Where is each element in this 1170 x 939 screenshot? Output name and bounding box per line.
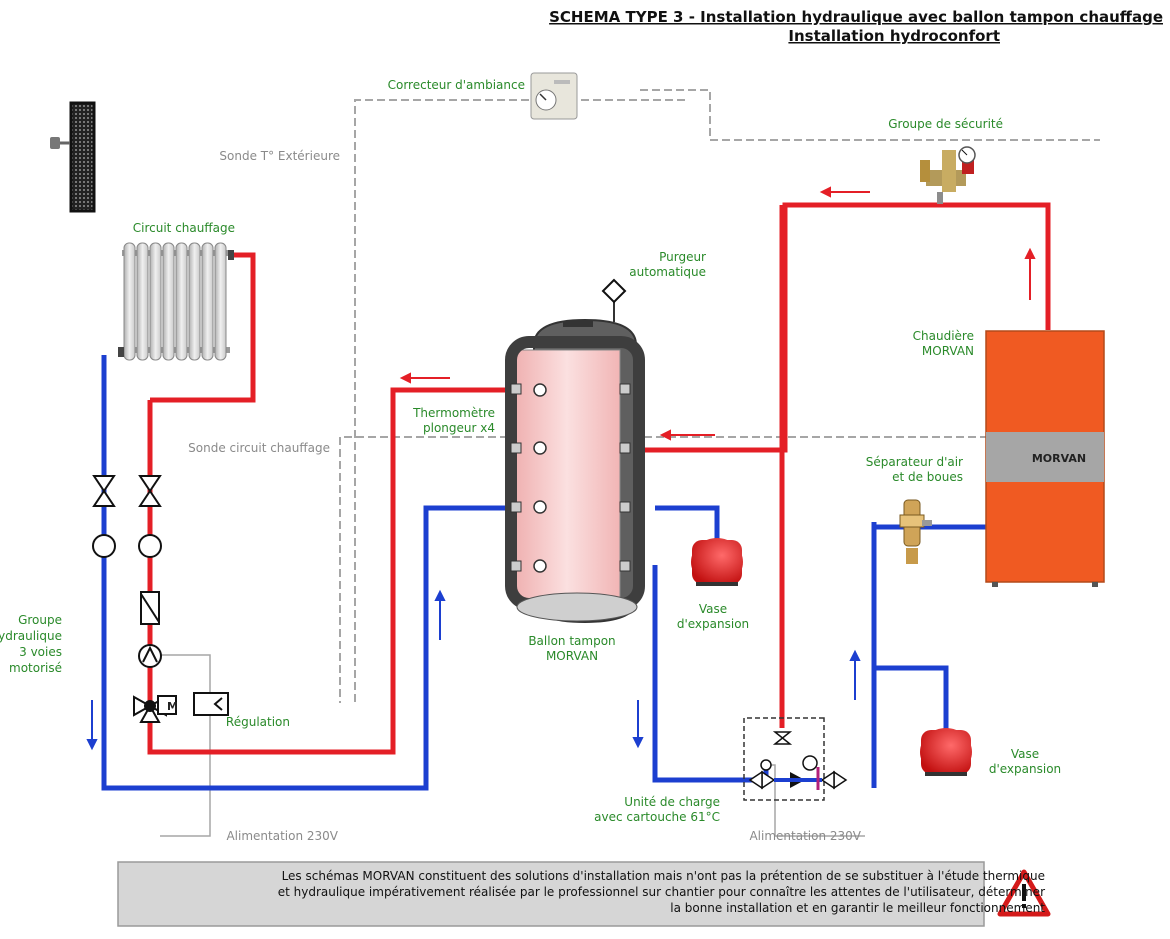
label-ballon: Ballon tampon MORVAN (528, 634, 615, 663)
svg-text:plongeur x4: plongeur x4 (423, 421, 495, 435)
svg-text:d'expansion: d'expansion (989, 762, 1061, 776)
room-thermostat (530, 72, 578, 120)
label-chaudiere: Chaudière MORVAN (913, 329, 974, 358)
label-alim-2: Alimentation 230V (749, 829, 861, 843)
svg-text:Thermomètre: Thermomètre (412, 406, 495, 420)
boiler (985, 330, 1105, 587)
svg-text:Vase: Vase (1011, 747, 1039, 761)
regulation-box (193, 692, 229, 716)
svg-text:Séparateur d'air: Séparateur d'air (866, 455, 963, 469)
svg-text:MORVAN: MORVAN (546, 649, 598, 663)
label-unite-charge: Unité de charge avec cartouche 61°C (594, 795, 720, 824)
warning-icon (997, 869, 1051, 917)
flow-arrows-blue (86, 589, 861, 751)
label-sonde-circuit: Sonde circuit chauffage (188, 441, 330, 455)
svg-text:hydraulique: hydraulique (0, 629, 62, 643)
svg-text:d'expansion: d'expansion (677, 617, 749, 631)
svg-text:et hydraulique impérativement: et hydraulique impérativement réalisée p… (278, 885, 1045, 899)
label-purgeur: Purgeur automatique (629, 250, 706, 279)
title-line-1: SCHEMA TYPE 3 - Installation hydraulique… (549, 8, 1163, 26)
radiator (118, 242, 234, 361)
expansion-vessel-2 (874, 665, 972, 776)
svg-text:Purgeur: Purgeur (659, 250, 706, 264)
boiler-brand: MORVAN (1032, 452, 1086, 465)
disclaimer-text: Les schémas MORVAN constituent des solut… (278, 869, 1046, 915)
label-alim-1: Alimentation 230V (226, 829, 338, 843)
title-line-2: Installation hydroconfort (788, 27, 1000, 45)
svg-text:MORVAN: MORVAN (922, 344, 974, 358)
flow-arrows (399, 186, 1036, 441)
label-vase-2: Vase d'expansion (989, 747, 1061, 776)
svg-text:automatique: automatique (629, 265, 706, 279)
label-thermometre: Thermomètre plongeur x4 (412, 406, 495, 435)
circuit-valves (92, 475, 162, 668)
label-sonde-ext: Sonde T° Extérieure (219, 149, 340, 163)
label-vase-1: Vase d'expansion (677, 602, 749, 631)
svg-text:la bonne installation et en ga: la bonne installation et en garantir le … (670, 901, 1045, 915)
auto-air-vent (601, 278, 627, 322)
disclaimer-box (117, 861, 985, 927)
svg-text:avec cartouche 61°C: avec cartouche 61°C (594, 810, 720, 824)
svg-text:Groupe: Groupe (18, 613, 62, 627)
buffer-tank (505, 318, 645, 624)
label-groupe-hydro: Groupe hydraulique 3 voies motorisé (0, 613, 62, 675)
label-correcteur: Correcteur d'ambiance (388, 78, 525, 92)
svg-text:Chaudière: Chaudière (913, 329, 974, 343)
svg-text:Vase: Vase (699, 602, 727, 616)
svg-text:Unité de charge: Unité de charge (624, 795, 720, 809)
svg-text:Les schémas MORVAN constituent: Les schémas MORVAN constituent des solut… (282, 869, 1045, 883)
outdoor-sensor (50, 101, 96, 213)
three-way-valve (133, 695, 177, 723)
label-groupe-securite: Groupe de sécurité (888, 117, 1003, 131)
air-dirt-separator (899, 499, 932, 564)
charging-unit (743, 717, 848, 801)
safety-group (920, 146, 976, 204)
svg-text:Ballon tampon: Ballon tampon (528, 634, 615, 648)
label-circuit: Circuit chauffage (133, 221, 235, 235)
label-separateur: Séparateur d'air et de boues (866, 455, 963, 484)
svg-text:3 voies: 3 voies (19, 645, 62, 659)
svg-text:et de boues: et de boues (892, 470, 963, 484)
svg-text:motorisé: motorisé (9, 661, 62, 675)
expansion-vessel-1 (691, 508, 743, 586)
label-regulation: Régulation (226, 715, 290, 729)
motor-letter: M (167, 700, 178, 713)
hot-pipes (147, 202, 1051, 755)
